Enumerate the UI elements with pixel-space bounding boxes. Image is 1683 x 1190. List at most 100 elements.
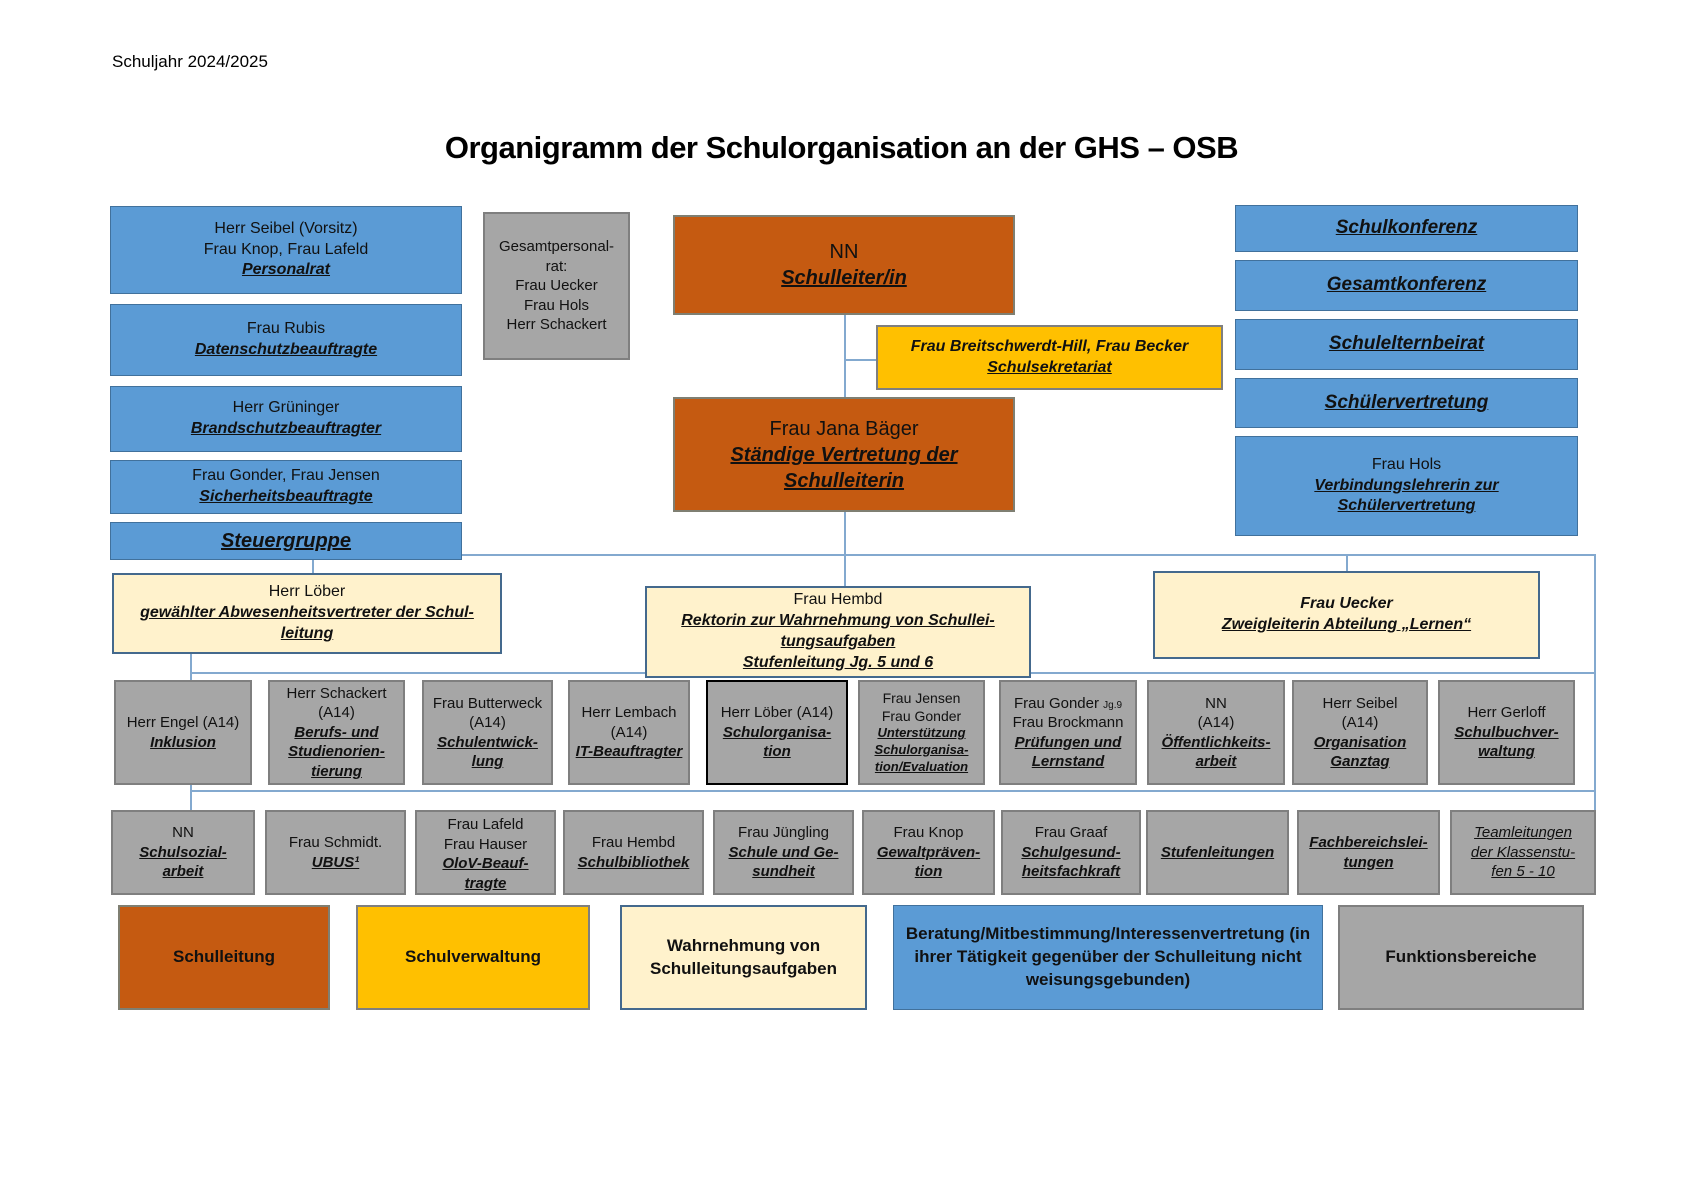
legend-label: Schulverwaltung	[404, 947, 542, 967]
box-abwesenheitsvertreter: Herr Löber gewählter Abwesenheitsvertret…	[112, 573, 502, 654]
person-line: Frau Knop	[893, 824, 964, 842]
legend-label: Wahrnehmung von Schulleitungsaufgaben	[649, 935, 838, 978]
box-schulkonferenz: Schulkonferenz	[1235, 205, 1578, 252]
box-personalrat: Herr Seibel (Vorsitz) Frau Knop, Frau La…	[110, 206, 462, 294]
connector-vertretung-down	[844, 512, 846, 554]
role-line: Studienorien-	[288, 743, 385, 761]
role-line: Schulbuchver-	[1454, 723, 1559, 741]
role-line: rat:	[545, 257, 568, 275]
person-line: Herr Schackert	[506, 316, 607, 334]
box-fachbereichsleitungen: Fachbereichslei- tungen	[1297, 810, 1440, 895]
role-line: der Klassenstu-	[1470, 843, 1576, 861]
role-line: Verbindungslehrerin zur	[1314, 476, 1499, 494]
connector-right-vertical	[1594, 554, 1596, 810]
person-line: Frau Graaf	[1034, 824, 1108, 842]
box-teamleitungen: Teamleitungen der Klassenstu- fen 5 - 10	[1450, 810, 1596, 895]
role-line: Inklusion	[150, 733, 216, 751]
connector-hembd-stub	[844, 554, 846, 586]
role-line: Lernstand	[1031, 753, 1105, 770]
role-line: Unterstützung	[877, 725, 966, 741]
role-line: Schulleiter/in	[781, 267, 907, 289]
box-schulsozialarbeit: NN Schulsozial- arbeit	[111, 810, 255, 895]
role-line: tion	[914, 863, 943, 881]
connector-uecker-stub	[1346, 554, 1348, 571]
role-line: Datenschutzbeauftragte	[194, 341, 378, 358]
role-line: Berufs- und	[294, 723, 379, 741]
jahrgang-suffix: Jg.9	[1103, 699, 1123, 711]
person-line: Frau Gonder Jg.9	[1013, 694, 1123, 712]
box-pruefungen-lernstand: Frau Gonder Jg.9 Frau Brockmann Prüfunge…	[999, 680, 1137, 785]
box-inklusion: Herr Engel (A14) Inklusion	[114, 680, 252, 785]
role-line: OloV-Beauf-	[442, 855, 529, 872]
role-line: Schulsozial-	[139, 843, 227, 861]
connector-steuergruppe-loeber	[312, 560, 314, 573]
role-line: Personalrat	[241, 261, 331, 279]
box-olov-beauftragte: Frau Lafeld Frau Hauser OloV-Beauf- trag…	[415, 810, 556, 895]
person-line: Frau Brockmann	[1012, 714, 1124, 731]
person-line: NN	[829, 241, 859, 263]
role-line: Rektorin zur Wahrnehmung von Schullei-	[681, 612, 995, 630]
role-line: Schulsekretariat	[987, 358, 1112, 376]
connector-row2-horizontal	[190, 790, 1594, 792]
box-gewaltpraevention: Frau Knop Gewaltpräven- tion	[862, 810, 995, 895]
box-organisation-ganztag: Herr Seibel (A14) Organisation Ganztag	[1292, 680, 1428, 785]
person-line: Frau Jensen	[882, 689, 961, 706]
role-line: Schülervertretung	[1324, 391, 1489, 413]
box-it-beauftragter: Herr Lembach (A14) IT-Beauftragter	[568, 680, 690, 785]
box-unterstuetzung-evaluation: Frau Jensen Frau Gonder Unterstützung Sc…	[858, 680, 985, 785]
role-line: Schulelternbeirat	[1328, 333, 1485, 355]
person-line: Frau Breitschwerdt-Hill, Frau Becker	[910, 337, 1189, 355]
box-schulentwicklung: Frau Butterweck (A14) Schulentwick- lung	[422, 680, 553, 785]
person-line: Frau Hembd	[591, 834, 676, 851]
role-line: Gesamtpersonal-	[498, 238, 615, 256]
role-line: arbeit	[1195, 753, 1237, 770]
person-line: Frau Jüngling	[738, 824, 829, 842]
role-line: Ständige Vertretung der	[730, 443, 958, 466]
legend-label: Funktionsbereiche	[1385, 947, 1537, 967]
role-line: sundheit	[752, 863, 815, 881]
role-line: tragte	[464, 874, 507, 892]
person-line: Frau Rubis	[246, 320, 326, 338]
role-line: Prüfungen und	[1014, 733, 1122, 751]
role-line: Stufenleitung Jg. 5 und 6	[742, 653, 934, 671]
person-line: Frau Schmidt.	[288, 834, 383, 851]
box-schuelervertretung: Schülervertretung	[1235, 378, 1578, 428]
box-schulbuchverwaltung: Herr Gerloff Schulbuchver- waltung	[1438, 680, 1575, 785]
role-line: Brandschutzbeauftragter	[190, 420, 382, 437]
legend-schulleitung: Schulleitung	[118, 905, 330, 1010]
person-line: Frau Hols	[1371, 455, 1442, 473]
role-line: Stufenleitungen	[1160, 843, 1275, 861]
role-line: Schule und Ge-	[728, 843, 839, 861]
role-line: Schülervertretung	[1337, 497, 1476, 515]
role-line: leitung	[280, 624, 334, 642]
role-line: Gesamtkonferenz	[1326, 274, 1487, 296]
role-line: tion/Evaluation	[874, 759, 969, 775]
box-schulleiter: NN Schulleiter/in	[673, 215, 1015, 315]
legend-wahrnehmung-schulleitungsaufgaben: Wahrnehmung von Schulleitungsaufgaben	[620, 905, 867, 1010]
person-line: Frau Uecker	[515, 277, 598, 295]
box-schulorganisation: Herr Löber (A14) Schulorganisa- tion	[706, 680, 848, 785]
role-line: Schulkonferenz	[1335, 217, 1478, 239]
person-line: Frau Jana Bäger	[769, 417, 919, 440]
box-gesamtkonferenz: Gesamtkonferenz	[1235, 260, 1578, 311]
box-zweigleiterin-lernen: Frau Uecker Zweigleiterin Abteilung „Ler…	[1153, 571, 1540, 659]
role-line: Schulentwick-	[437, 733, 538, 751]
role-line: IT-Beauftragter	[575, 743, 683, 761]
box-schulsekretariat: Frau Breitschwerdt-Hill, Frau Becker Sch…	[876, 325, 1223, 390]
role-line: tierung	[311, 762, 362, 780]
person-line: Frau Uecker	[1300, 595, 1393, 613]
role-line: Fachbereichslei-	[1309, 834, 1428, 851]
box-steuergruppe: Steuergruppe	[110, 522, 462, 560]
role-line: fen 5 - 10	[1491, 863, 1555, 881]
role-line: tungen	[1343, 853, 1394, 871]
box-staendige-vertretung: Frau Jana Bäger Ständige Vertretung der …	[673, 397, 1015, 512]
connector-schulleiter-vertretung	[844, 315, 846, 397]
person-line: (A14)	[610, 723, 648, 741]
box-gesamtpersonalrat: Gesamtpersonal- rat: Frau Uecker Frau Ho…	[483, 212, 630, 360]
role-line: heitsfachkraft	[1021, 863, 1121, 881]
legend-schulverwaltung: Schulverwaltung	[356, 905, 590, 1010]
role-line: Zweigleiterin Abteilung „Lernen“	[1221, 616, 1472, 633]
role-line: lung	[471, 753, 504, 770]
role-line: Schulbibliothek	[577, 853, 690, 871]
role-line: Schulorganisa-	[722, 723, 832, 741]
